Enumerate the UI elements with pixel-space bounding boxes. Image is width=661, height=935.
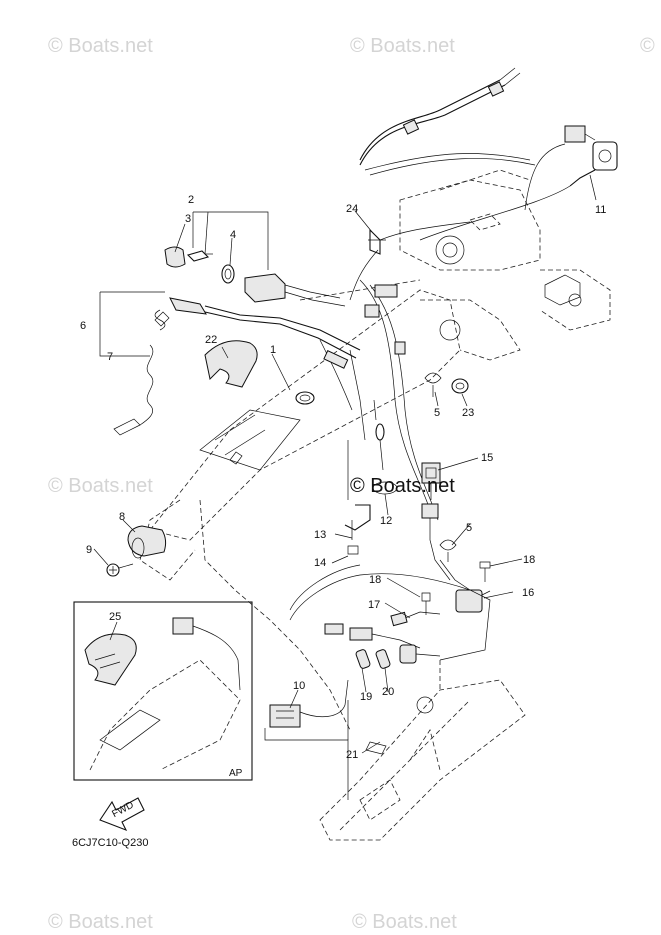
- callout-15: 15: [481, 452, 493, 464]
- callout-19: 19: [360, 691, 372, 703]
- callout-24: 24: [346, 203, 358, 215]
- grommet-1: [295, 391, 315, 405]
- callout-11: 11: [595, 204, 606, 216]
- callout-22: 22: [205, 334, 217, 346]
- tiller-handle: [139, 279, 521, 731]
- end-cap-8-9: [106, 525, 167, 577]
- callout-4: 4: [230, 229, 236, 241]
- wire-harness: [319, 279, 439, 521]
- connector-11: [419, 125, 618, 241]
- callout-20: 20: [382, 686, 394, 698]
- callout-18a: 18: [369, 574, 381, 586]
- connector-10: [269, 679, 349, 728]
- figure-code: 6CJ7C10-Q230: [72, 837, 148, 849]
- callout-6: 6: [80, 320, 86, 332]
- watermark: © Boats.net: [350, 35, 455, 57]
- callout-3: 3: [185, 213, 191, 225]
- callout-17: 17: [368, 599, 380, 611]
- forward-arrow: FWD: [99, 797, 145, 832]
- callout-18b: 18: [523, 554, 535, 566]
- engine-bracket-outline: [399, 169, 611, 331]
- stop-switch-lanyard: [113, 297, 361, 436]
- callout-25: 25: [109, 611, 121, 623]
- callout-21: 21: [346, 749, 358, 761]
- callouts: 1 2 3 4 5 5 6 7 8 9 10 11 12 13 14 15 16…: [80, 194, 606, 761]
- callout-23: 23: [462, 407, 474, 419]
- watermark: © Boats.net: [48, 35, 153, 57]
- watermark: © Boats.net: [640, 35, 661, 57]
- callout-5b: 5: [466, 522, 472, 534]
- watermarks: © Boats.net © Boats.net © Boats.net © Bo…: [48, 35, 661, 933]
- callout-1: 1: [270, 344, 276, 356]
- watermark: © Boats.net: [48, 475, 153, 497]
- relay-15: [421, 462, 451, 581]
- cover-22: [204, 340, 258, 388]
- watermark: © Boats.net: [352, 911, 457, 933]
- main-switch-assembly: [164, 246, 346, 307]
- swivel-bracket: [319, 660, 526, 841]
- inset-ap: AP: [73, 601, 253, 781]
- callout-12: 12: [380, 515, 392, 527]
- inset-label: AP: [229, 768, 243, 779]
- callout-7: 7: [107, 351, 113, 363]
- throttle-cables: [359, 67, 536, 176]
- callout-9: 9: [86, 544, 92, 556]
- lower-harness: [289, 559, 491, 669]
- callout-2: 2: [188, 194, 194, 206]
- callout-8: 8: [119, 511, 125, 523]
- clips-and-bushing: [424, 372, 469, 562]
- callout-5a: 5: [434, 407, 440, 419]
- callout-10: 10: [293, 680, 305, 692]
- callout-13: 13: [314, 529, 326, 541]
- center-watermark: © Boats.net: [350, 475, 455, 497]
- watermark: © Boats.net: [48, 911, 153, 933]
- leader-lines: [93, 174, 597, 800]
- callout-16: 16: [522, 587, 534, 599]
- callout-14: 14: [314, 557, 326, 569]
- cable-clamp-24: [349, 221, 471, 301]
